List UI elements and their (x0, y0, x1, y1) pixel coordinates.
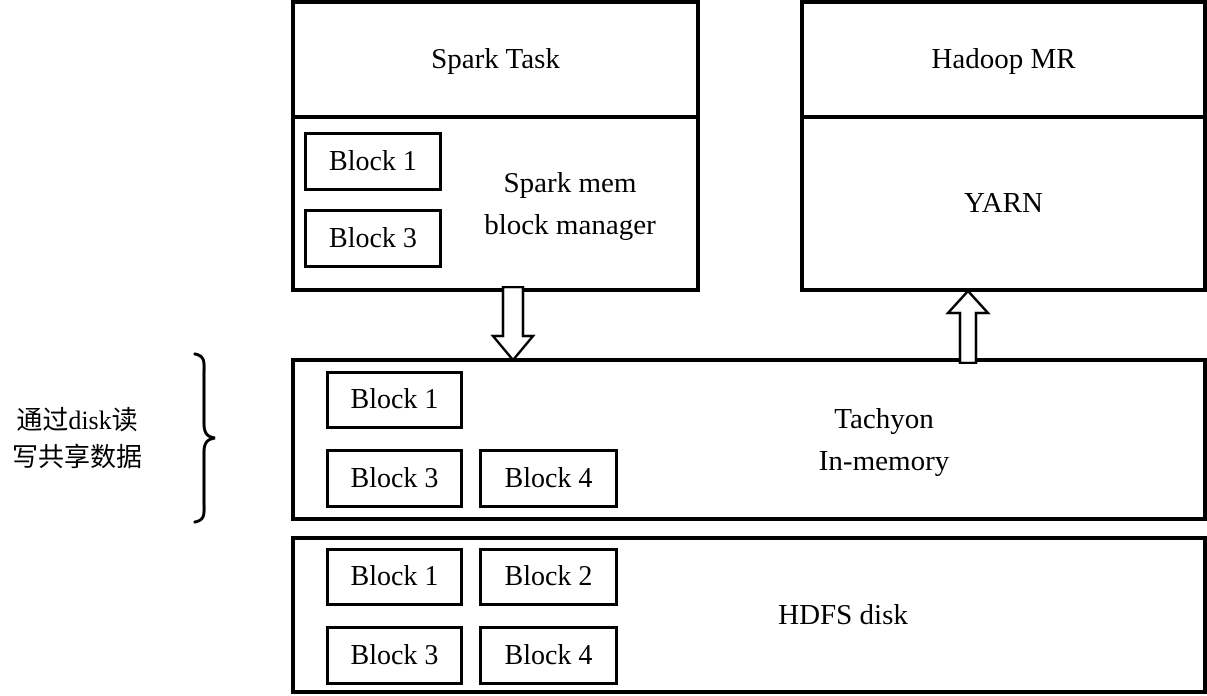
tachyon-block-3: Block 3 (326, 449, 463, 508)
hdfs-disk-label: HDFS disk (643, 536, 1043, 694)
tachyon-block-4: Block 4 (479, 449, 618, 508)
tachyon-label-line1: Tachyon (834, 402, 934, 435)
annotation-line2: 写共享数据 (11, 443, 142, 472)
down-arrow-icon (490, 286, 536, 362)
yarn-label: YARN (964, 187, 1043, 219)
hdfs-block-1: Block 1 (326, 548, 463, 606)
annotation-label: 通过disk读 写共享数据 (0, 402, 154, 476)
spark-mem-block-1: Block 1 (304, 132, 442, 191)
up-arrow-icon (945, 290, 991, 364)
hdfs-block-4: Block 4 (479, 626, 618, 685)
tachyon-label-line2: In-memory (818, 444, 950, 477)
hadoop-mr-box: Hadoop MR YARN (800, 0, 1207, 292)
hdfs-block-2: Block 2 (479, 548, 618, 606)
right-curly-brace-icon (193, 352, 216, 524)
spark-mem-label-line1: Spark mem (503, 166, 637, 199)
spark-mem-label: Spark mem block manager (440, 119, 700, 288)
spark-mem-label-line2: block manager (484, 208, 656, 241)
hdfs-disk-label-text: HDFS disk (778, 599, 908, 631)
tachyon-block-1: Block 1 (326, 371, 463, 429)
spark-task-title: Spark Task (295, 4, 696, 119)
tachyon-label: Tachyon In-memory (684, 358, 1084, 521)
yarn-section: YARN (804, 119, 1203, 288)
hadoop-mr-title: Hadoop MR (804, 4, 1203, 119)
hdfs-block-3: Block 3 (326, 626, 463, 685)
spark-mem-block-3: Block 3 (304, 209, 442, 268)
annotation-line1: 通过disk读 (16, 406, 138, 435)
